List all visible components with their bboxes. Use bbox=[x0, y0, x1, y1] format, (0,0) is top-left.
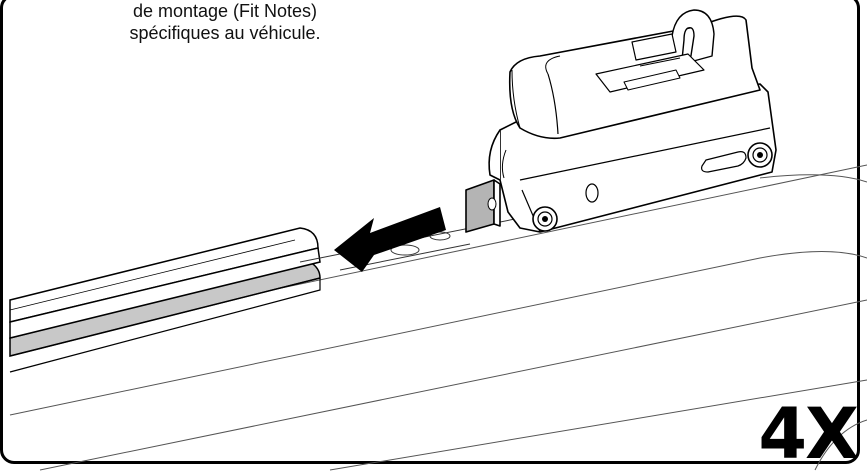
roof-rack-foot-icon bbox=[465, 9, 777, 233]
screw-left-icon bbox=[532, 206, 558, 232]
arrow-left-icon bbox=[334, 207, 446, 272]
roof-rail-icon bbox=[9, 227, 321, 373]
caption-line-2: spécifiques au véhicule. bbox=[129, 23, 321, 43]
screw-right-icon bbox=[747, 142, 773, 168]
quantity-multiplier: 4X bbox=[758, 393, 859, 475]
instruction-caption: de montage (Fit Notes) spécifiques au vé… bbox=[60, 0, 390, 44]
caption-line-1: de montage (Fit Notes) bbox=[132, 1, 318, 21]
